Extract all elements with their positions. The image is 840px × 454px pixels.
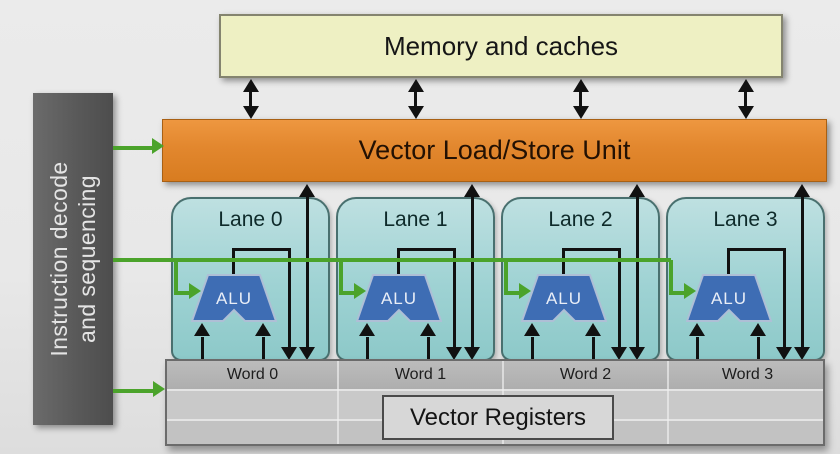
control-line [339,260,343,295]
lane-lsu-line [306,190,309,348]
lane-1: Lane 1 ALU [336,184,495,363]
down-arrow-icon [299,347,315,360]
up-arrow-icon [255,323,271,336]
up-arrow-icon [629,184,645,197]
lane-2: Lane 2 ALU [501,184,660,363]
vector-registers-label-box: Vector Registers [382,395,614,440]
memory-box: Memory and caches [219,14,783,78]
green-arrow-icon [354,283,366,299]
load-store-unit-label: Vector Load/Store Unit [358,135,631,165]
word-0-label: Word 0 [226,366,279,383]
instruction-decode-line2: and sequencing [74,175,100,344]
green-arrow-icon [684,283,696,299]
control-line [669,260,673,295]
alu-output-bracket [397,248,456,251]
control-line [339,291,354,295]
alu-input-line [201,337,204,363]
alu-input-line [366,337,369,363]
down-arrow-icon [794,347,810,360]
lane-lsu-line [636,190,639,348]
down-arrow-icon [281,347,297,360]
green-arrow-icon [189,283,201,299]
green-arrow-icon [519,283,531,299]
down-arrow-icon [776,347,792,360]
lane-1-label: Lane 1 [383,208,448,231]
vector-register-file: Word 0 Word 1 Word 2 Word 3 Vector Regis… [165,359,825,446]
memory-lsu-arrow-icon [570,79,592,119]
up-arrow-icon [585,323,601,336]
alu-output-bracket [562,248,621,251]
alu-icon [686,274,772,322]
alu-icon [191,274,277,322]
lane-lsu-line [471,190,474,348]
alu-writeback-line [453,248,456,348]
instruction-decode-label: Instruction decode and sequencing [33,93,113,425]
lane-3: Lane 3 ALU [666,184,825,363]
down-arrow-icon [611,347,627,360]
lane-0: Lane 0 ALU [171,184,330,363]
lane-divider [337,361,339,444]
vector-registers-label: Vector Registers [409,403,587,431]
down-arrow-icon [446,347,462,360]
word-1-label: Word 1 [394,366,447,383]
control-line [504,260,508,295]
alu-label: ALU [710,289,748,308]
memory-label: Memory and caches [383,30,619,61]
lane-3-label: Lane 3 [713,208,778,231]
alu-label: ALU [380,289,418,308]
word-row [167,361,823,389]
green-arrow-icon [152,138,164,154]
word-3-label: Word 3 [721,366,774,383]
alu-output-bracket [727,248,730,275]
alu-output-bracket [727,248,786,251]
alu-input-line [757,337,760,363]
control-line [504,291,519,295]
up-arrow-icon [524,323,540,336]
lane-2-label: Lane 2 [548,208,613,231]
control-line [669,291,684,295]
alu-input-line [262,337,265,363]
memory-lsu-arrow-icon [735,79,757,119]
alu-writeback-line [288,248,291,348]
register-row-divider [167,389,823,391]
instruction-decode-panel: Instruction decode and sequencing [33,93,113,425]
green-arrow-icon [153,381,165,397]
down-arrow-icon [629,347,645,360]
alu-input-line [592,337,595,363]
up-arrow-icon [194,323,210,336]
alu-icon [356,274,442,322]
lane-lsu-line [801,190,804,348]
instruction-decode-line1: Instruction decode [45,161,72,357]
alu-icon [521,274,607,322]
control-line [174,291,189,295]
up-arrow-icon [299,184,315,197]
up-arrow-icon [420,323,436,336]
up-arrow-icon [359,323,375,336]
word-2-label: Word 2 [559,366,612,383]
alu-input-line [696,337,699,363]
down-arrow-icon [464,347,480,360]
alu-writeback-line [783,248,786,348]
up-arrow-icon [750,323,766,336]
memory-lsu-arrow-icon [405,79,427,119]
control-line-to-lsu [113,146,153,150]
up-arrow-icon [689,323,705,336]
lane-divider [667,361,669,444]
alu-label: ALU [545,289,583,308]
lane-0-label: Lane 0 [218,208,283,231]
control-line [174,260,178,295]
alu-output-bracket [232,248,291,251]
alu-label: ALU [215,289,253,308]
control-bus-line [113,258,671,262]
up-arrow-icon [464,184,480,197]
load-store-unit-box: Vector Load/Store Unit [162,119,827,182]
memory-lsu-arrow-icon [240,79,262,119]
up-arrow-icon [794,184,810,197]
alu-input-line [531,337,534,363]
alu-input-line [427,337,430,363]
alu-writeback-line [618,248,621,348]
control-line-to-registers [113,389,154,393]
